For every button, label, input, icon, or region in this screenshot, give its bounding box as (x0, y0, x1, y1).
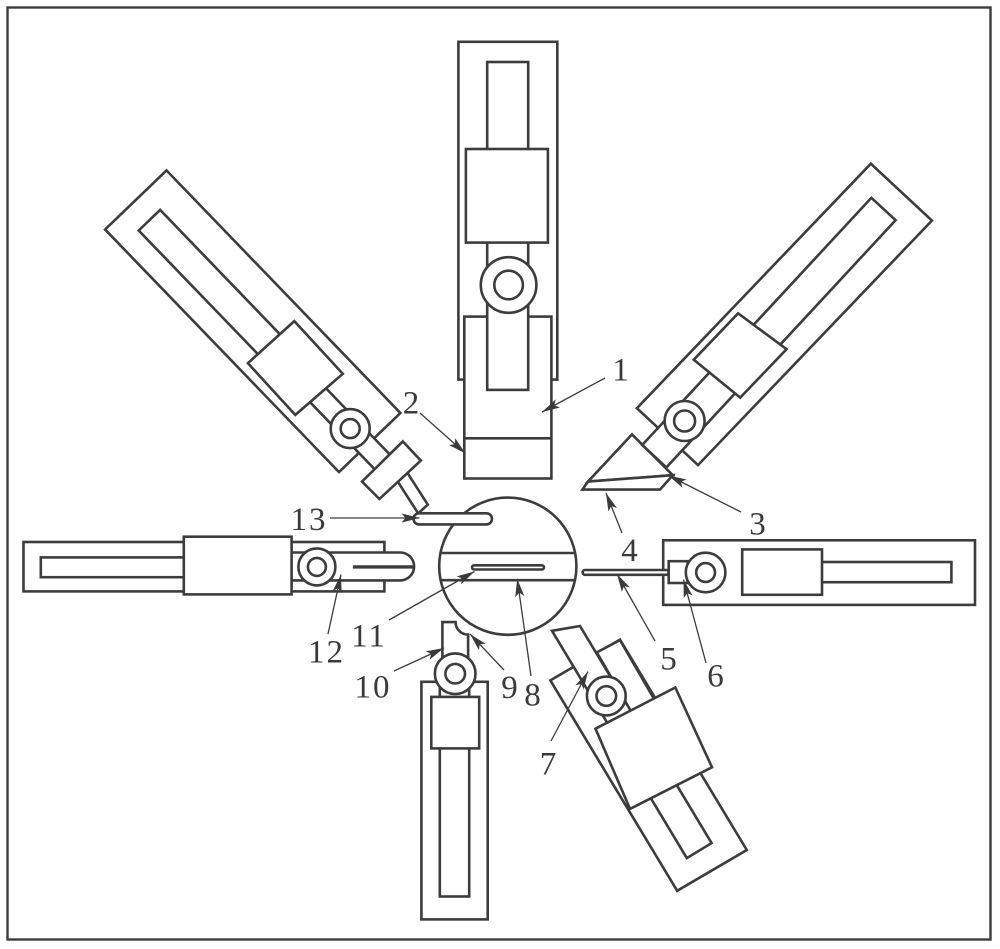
svg-text:9: 9 (501, 670, 518, 706)
svg-text:8: 8 (524, 678, 541, 714)
svg-text:1: 1 (612, 353, 629, 389)
svg-text:11: 11 (351, 619, 387, 655)
svg-text:12: 12 (308, 635, 345, 671)
svg-text:3: 3 (749, 507, 766, 543)
svg-text:10: 10 (355, 670, 392, 706)
svg-text:4: 4 (621, 533, 638, 569)
svg-text:6: 6 (707, 659, 724, 695)
svg-text:13: 13 (291, 502, 328, 538)
svg-text:7: 7 (540, 747, 557, 783)
svg-text:2: 2 (403, 386, 420, 422)
svg-text:5: 5 (660, 642, 677, 678)
